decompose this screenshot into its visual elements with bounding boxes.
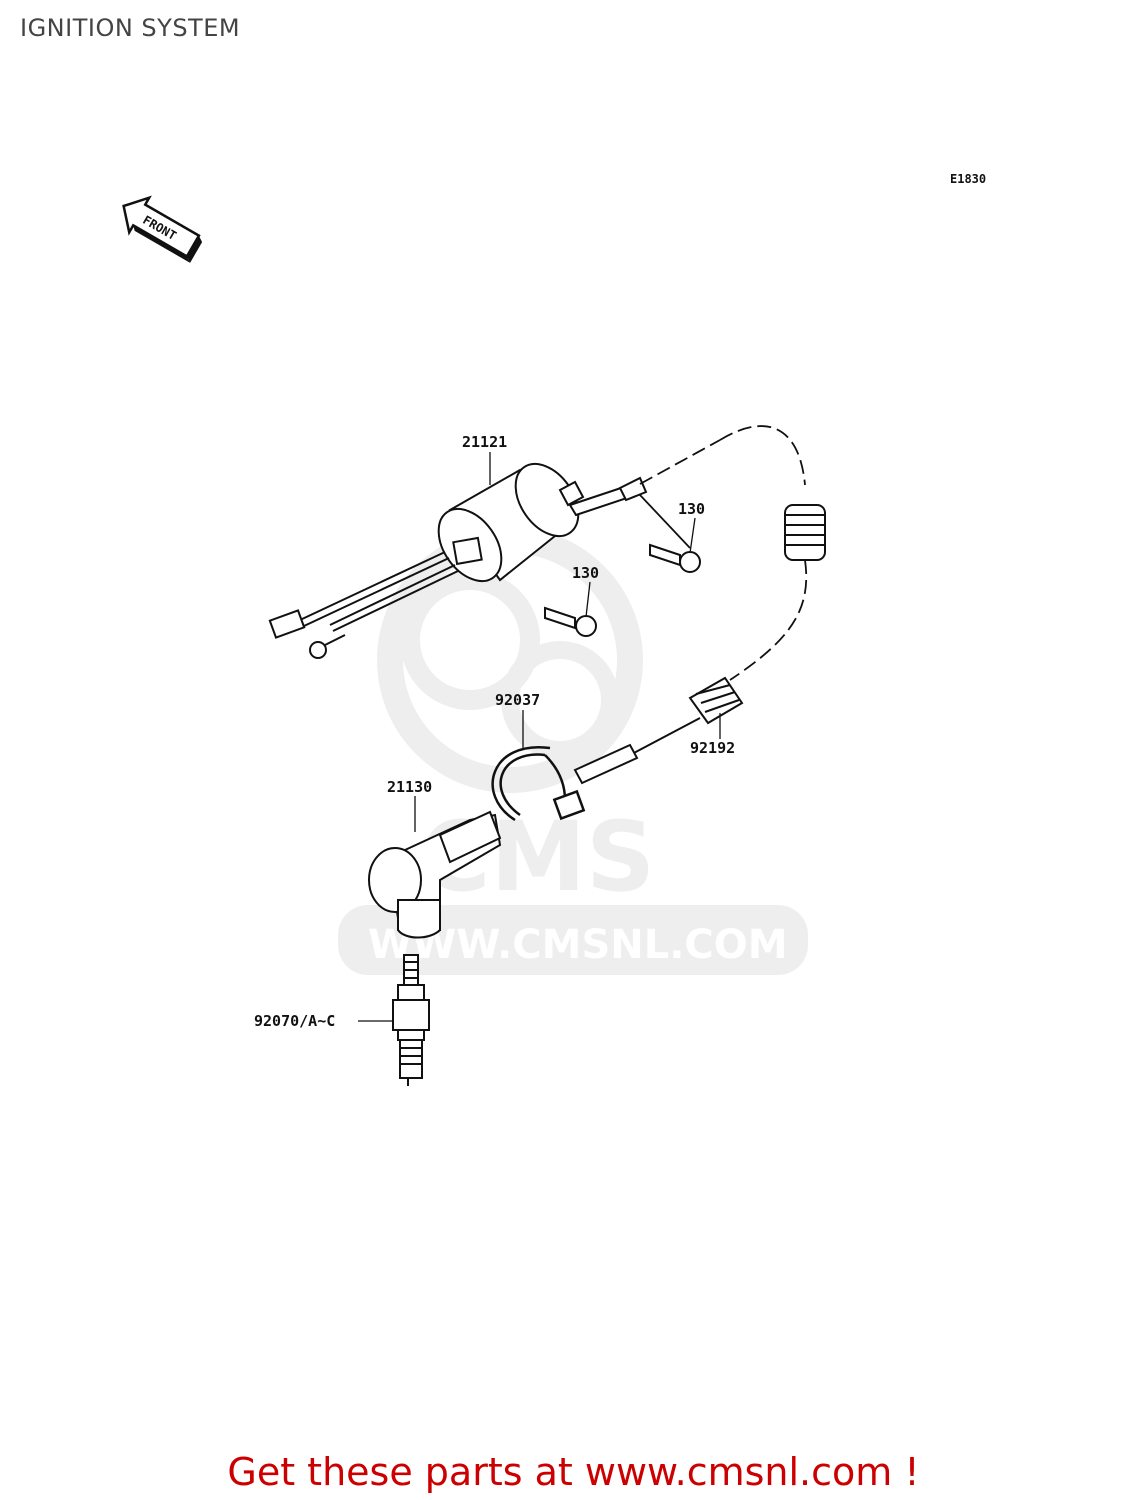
spring-cap-upper <box>784 504 826 561</box>
coil-wires <box>268 551 459 659</box>
clamp <box>491 745 586 822</box>
bolt-lower <box>544 606 597 637</box>
part-label-130-lower[interactable]: 130 <box>572 564 599 582</box>
part-label-92037[interactable]: 92037 <box>495 691 540 709</box>
plug-cap <box>368 810 502 939</box>
spring-cap-lower <box>573 676 744 785</box>
spark-plug <box>392 954 430 1086</box>
high-tension-lead <box>639 425 808 681</box>
part-label-92070[interactable]: 92070/A~C <box>254 1012 335 1030</box>
part-label-21130[interactable]: 21130 <box>387 778 432 796</box>
watermark: CMS WWW.CMSNL.COM <box>338 527 808 975</box>
diagram-code: E1830 <box>950 172 986 186</box>
part-label-130-upper[interactable]: 130 <box>678 500 705 518</box>
part-label-21121[interactable]: 21121 <box>462 433 507 451</box>
front-arrow-icon: FRONT <box>122 195 203 263</box>
part-label-92192[interactable]: 92192 <box>690 739 735 757</box>
leader-lines <box>358 452 721 1022</box>
bolt-upper <box>649 543 701 573</box>
page-title: IGNITION SYSTEM <box>20 14 241 42</box>
ignition-coil <box>437 462 648 583</box>
footer-link[interactable]: Get these parts at www.cmsnl.com ! <box>227 1450 920 1494</box>
